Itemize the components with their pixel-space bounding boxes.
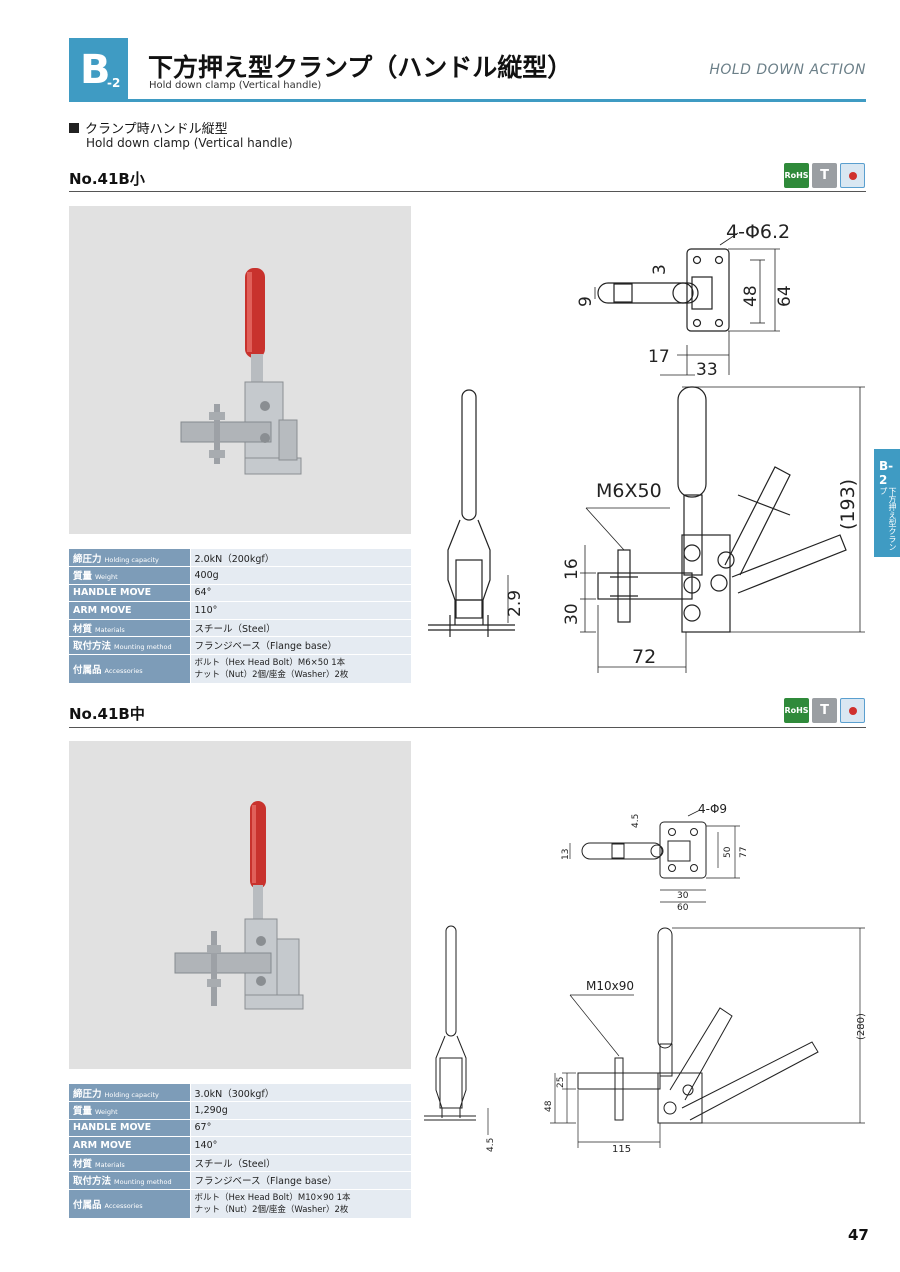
dim-25: 25 [556, 1077, 566, 1088]
technical-drawing-2: 4-Φ9 4.5 13 50 77 30 60 4.5 M10x90 (280)… [424, 802, 867, 1155]
model-title-1: No.41B小 [69, 170, 145, 188]
dim-77: 77 [739, 847, 749, 858]
dim-9: 9 [576, 296, 596, 307]
badge-group-1: RoHS T [784, 163, 865, 188]
clamp-photo-2 [174, 801, 304, 1010]
side-tab-label: 下方押え型クランプ [879, 487, 897, 551]
rohs-badge: RoHS [784, 163, 809, 188]
section-code-letter: B [80, 47, 111, 93]
dim-280: (280) [856, 1013, 867, 1040]
header-divider [69, 99, 866, 102]
dim-17: 17 [648, 347, 670, 367]
dim-16: 16 [562, 558, 582, 580]
dim-33: 33 [696, 360, 718, 380]
dim-64: 64 [775, 285, 795, 307]
section-heading: クランプ時ハンドル縦型 [69, 118, 228, 137]
rohs-badge: RoHS [784, 698, 809, 723]
fix-badge-icon [848, 171, 857, 180]
tool-badge: T [812, 163, 837, 188]
fix-badge [840, 698, 865, 723]
side-tab-code: B-2 [879, 459, 894, 487]
fix-badge-icon [848, 706, 857, 715]
technical-drawing-1: 4-Φ6.2 3 9 48 64 17 33 2.9 M6X50 (193) 1… [428, 221, 865, 673]
page-title: 下方押え型クランプ（ハンドル縦型） [148, 53, 573, 82]
dim-72: 72 [632, 646, 656, 668]
page-number: 47 [848, 1226, 869, 1244]
product-photo-2 [69, 741, 411, 1069]
product-photo-1 [69, 206, 411, 534]
fix-badge [840, 163, 865, 188]
page-title-en: Hold down clamp (Vertical handle) [149, 80, 322, 91]
badge-group-2: RoHS T [784, 698, 865, 723]
dim-30-2: 30 [677, 891, 689, 901]
section-heading-text: クランプ時ハンドル縦型 [85, 122, 228, 137]
dim-48: 48 [741, 285, 761, 307]
tool-badge: T [812, 698, 837, 723]
dim-50: 50 [723, 846, 733, 858]
dim-4-5b: 4.5 [486, 1138, 496, 1152]
dim-48-2: 48 [544, 1100, 554, 1112]
category-label: HOLD DOWN ACTION [709, 62, 866, 78]
dim-13: 13 [561, 849, 571, 860]
model-divider-2 [69, 727, 866, 728]
dim-193: (193) [837, 479, 859, 530]
dim-bolt: M6X50 [596, 480, 662, 502]
dim-holes: 4-Φ6.2 [726, 221, 790, 243]
section-heading-en: Hold down clamp (Vertical handle) [86, 136, 293, 150]
dim-115: 115 [612, 1144, 631, 1155]
dim-bolt-2: M10x90 [586, 979, 634, 993]
model-title-2: No.41B中 [69, 705, 145, 723]
section-code-sub: -2 [107, 76, 121, 90]
dim-3: 3 [650, 264, 670, 275]
model-divider-1 [69, 191, 866, 192]
square-bullet-icon [69, 123, 79, 133]
dim-holes-2: 4-Φ9 [698, 802, 727, 816]
dim-4-5: 4.5 [631, 814, 641, 828]
side-index-tab[interactable]: B-2 下方押え型クランプ [874, 449, 900, 557]
dim-60: 60 [677, 903, 689, 913]
section-code-block [69, 38, 128, 102]
clamp-photo-1 [180, 268, 302, 475]
dim-30: 30 [562, 603, 582, 625]
dim-2-9: 2.9 [505, 590, 525, 617]
